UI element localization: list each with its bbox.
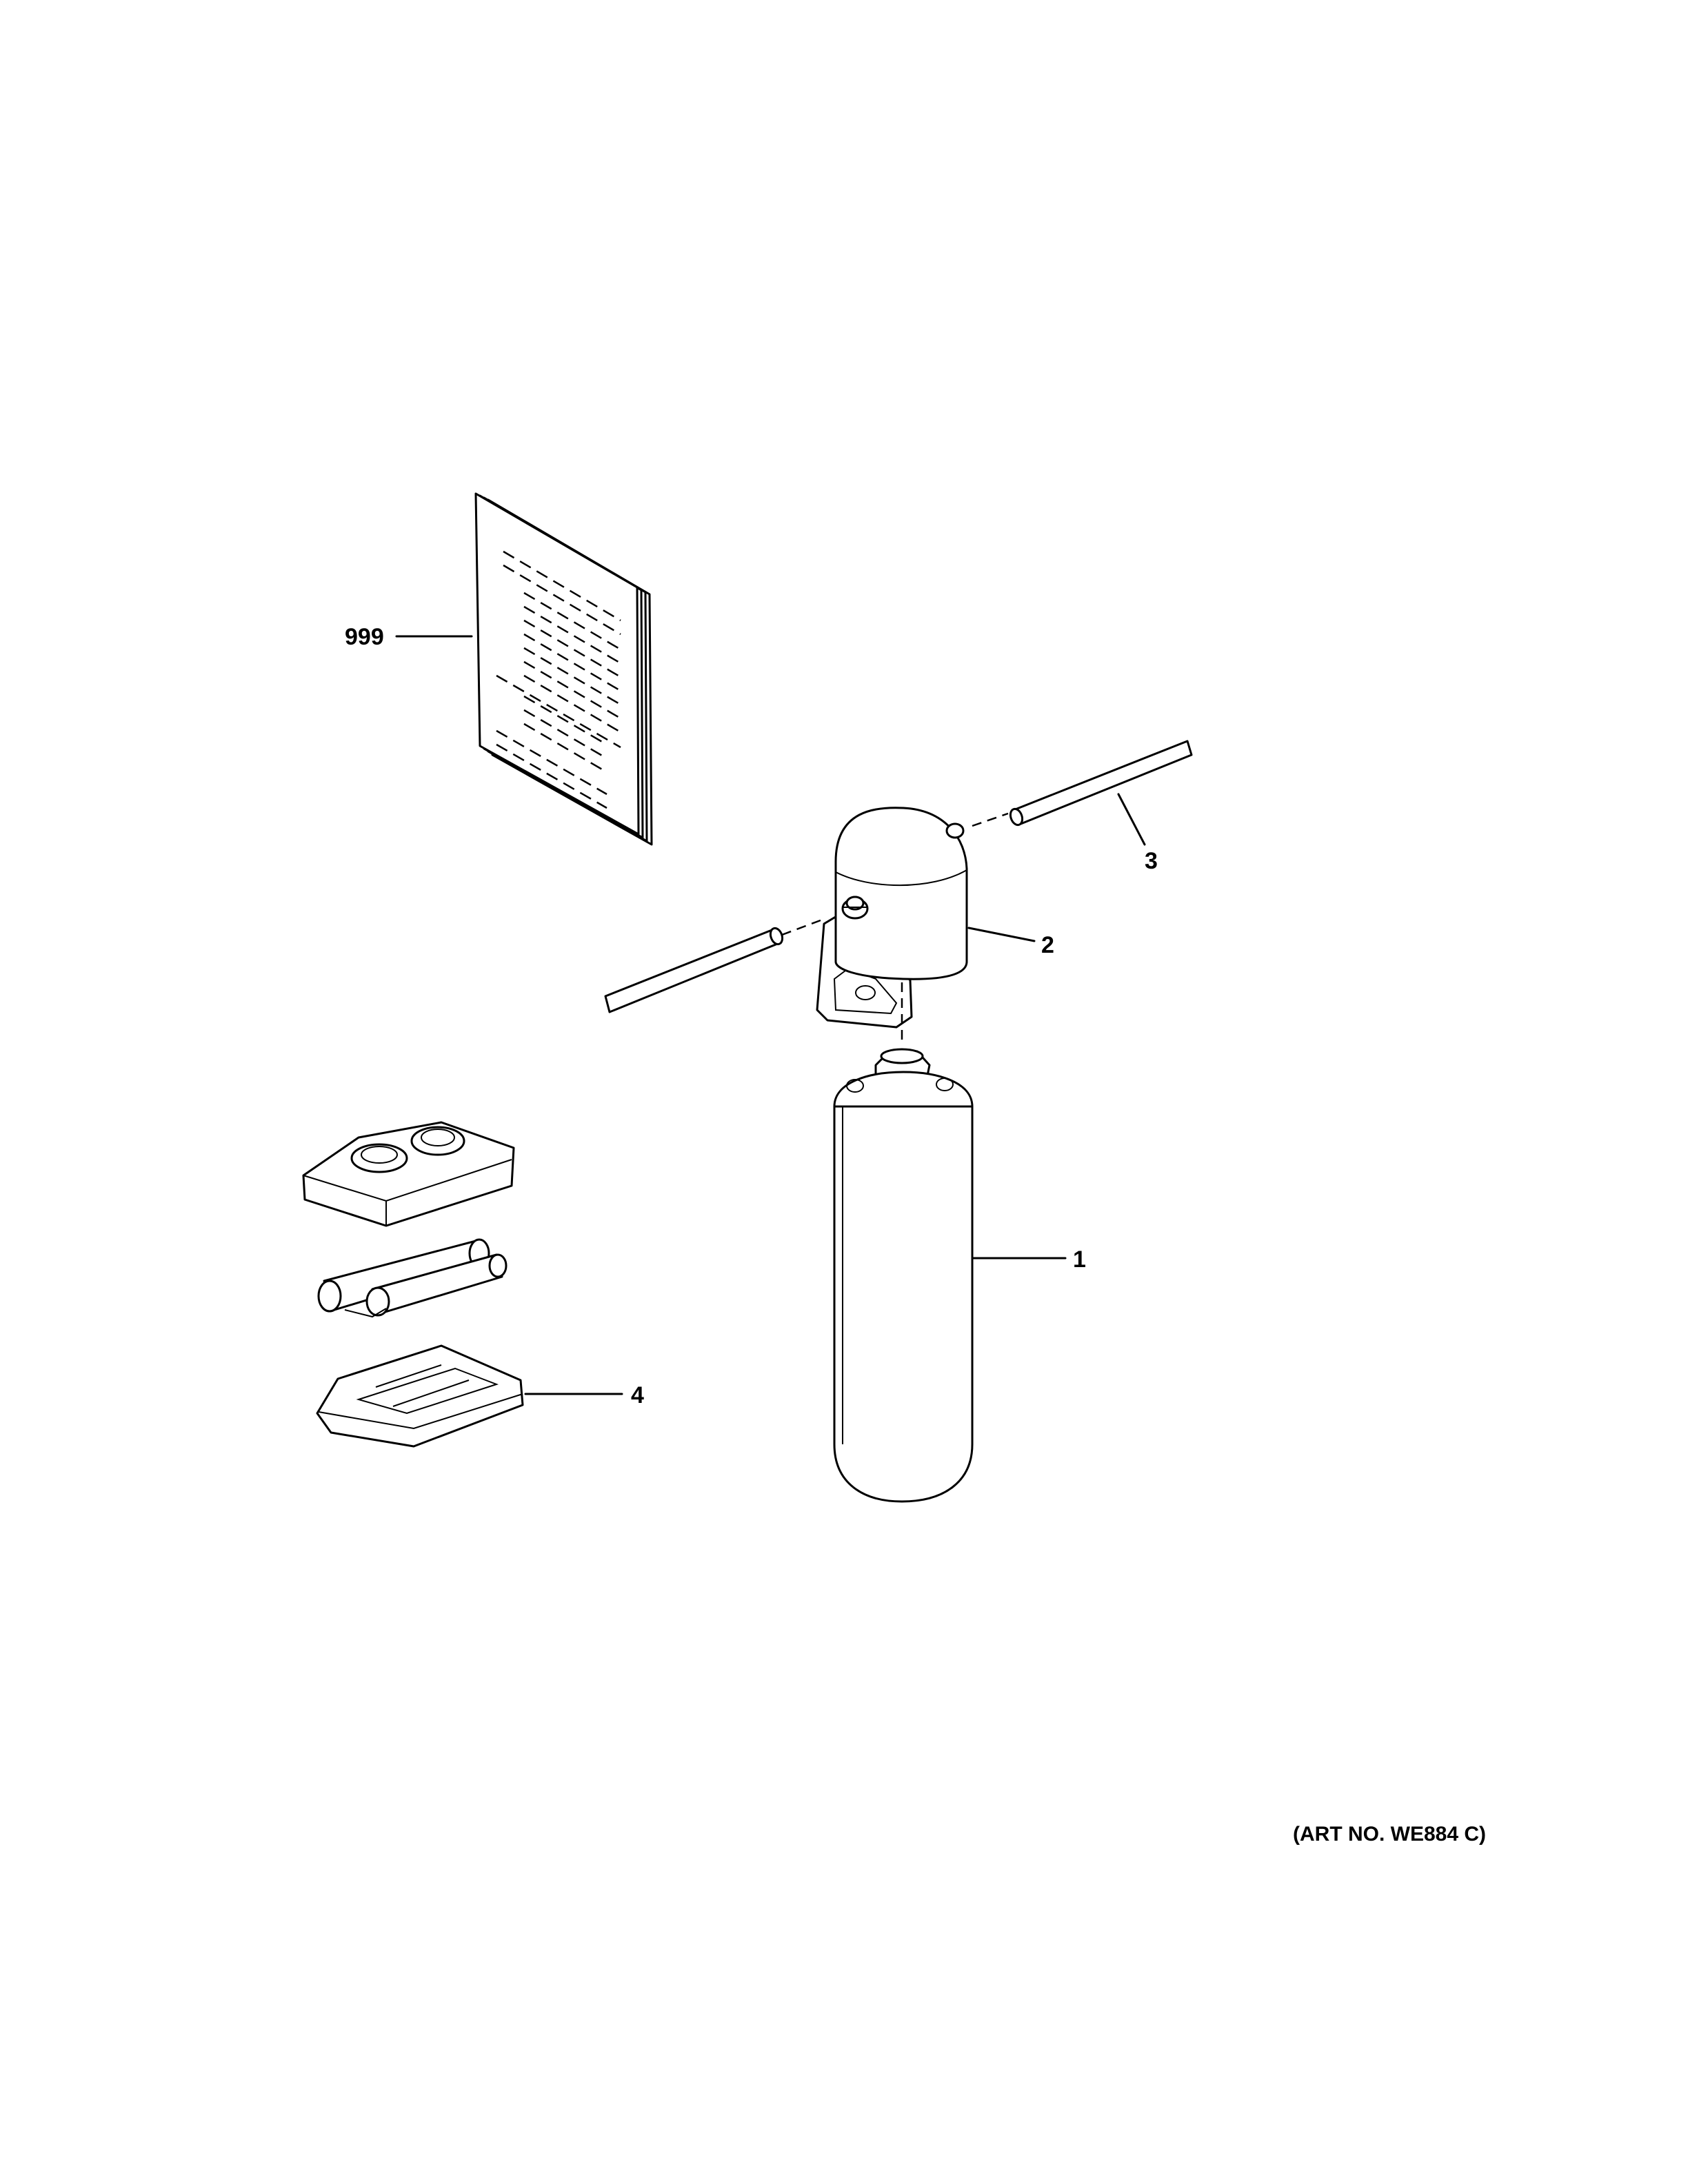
battery-kit-illustration (302, 1121, 623, 1448)
water-tubing-left (604, 919, 821, 1013)
callout-3: 3 (1145, 848, 1158, 874)
owner-manual-illustration (395, 492, 653, 846)
water-filter-cartridge-illustration (833, 1048, 1067, 1503)
filter-head-illustration (816, 807, 1036, 1044)
callout-1: 1 (1073, 1246, 1086, 1273)
art-number-label: (ART NO. WE884 C) (1293, 1823, 1486, 1846)
water-tubing-right (972, 740, 1193, 846)
callout-999: 999 (345, 624, 384, 650)
callout-4: 4 (631, 1382, 644, 1408)
callout-2: 2 (1041, 932, 1054, 958)
